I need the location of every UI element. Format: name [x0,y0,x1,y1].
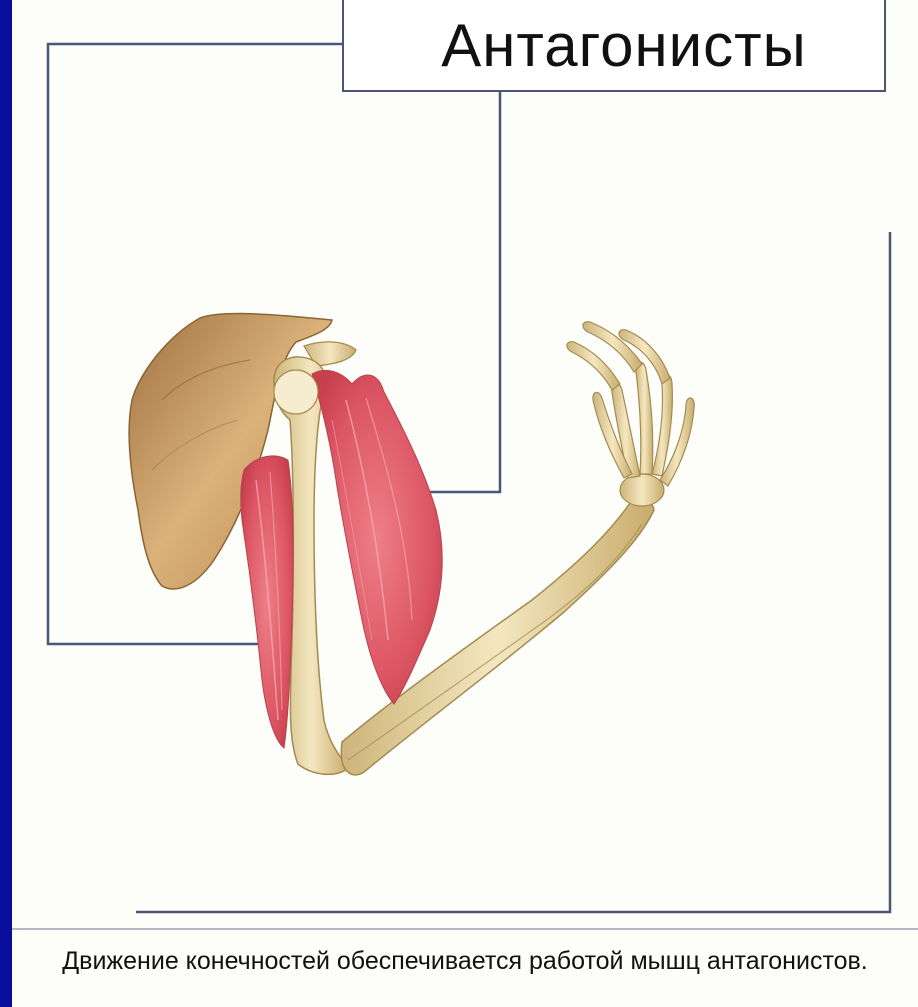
title-box: Антагонисты [342,0,886,92]
leader-line-biceps [400,92,500,492]
divider [12,928,918,930]
arm-illustration [12,0,918,1007]
slide: Антагонисты Движение конечностей обеспеч… [12,0,918,1007]
triceps-muscle [241,456,294,748]
title-text: Антагонисты [421,11,807,80]
caption-text: Движение конечностей обеспечивается рабо… [12,946,918,976]
hand-bones [567,322,694,506]
biceps-muscle [312,370,442,704]
